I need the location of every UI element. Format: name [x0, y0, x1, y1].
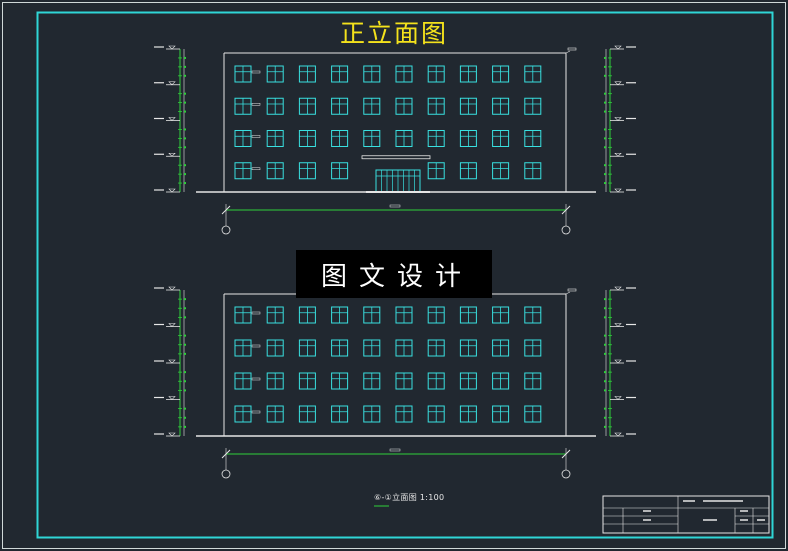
front-elevation-left-levels-level-mark-0 — [168, 45, 176, 50]
front-elevation-left-levels-level-mark-3 — [168, 152, 176, 157]
front-elevation-dim-value — [389, 204, 401, 208]
rear-elevation-floor-tag-0 — [251, 311, 261, 315]
front-elevation-roof-tag — [567, 47, 577, 51]
front-elevation-canopy — [361, 155, 431, 160]
rear-elevation-right-levels-level-mark-4 — [614, 432, 622, 437]
front-elevation-right-levels-level-mark-3 — [614, 152, 622, 157]
front-elevation-right-levels-level-mark-4 — [614, 188, 622, 193]
front-elevation-floor-tag-2 — [251, 135, 261, 138]
rear-elevation-left-levels-level-mark-0 — [168, 286, 176, 291]
rear-elevation-left-levels-level-mark-3 — [168, 396, 176, 400]
drawing-frame — [36, 11, 774, 539]
front-elevation-axis-circle-0 — [221, 225, 231, 235]
rear-elevation-axis-circle-1 — [561, 469, 571, 479]
rear-elevation-left-levels-level-mark-1 — [168, 323, 176, 327]
rear-elevation-dim-tick-right — [561, 449, 571, 459]
rear-elevation-right-levels-level-mark-2 — [614, 359, 622, 364]
drawing-title: 正立面图 — [339, 19, 448, 48]
front-elevation-right-levels-level-mark-1 — [614, 81, 622, 86]
rear-elevation-right-levels-level-mark-0 — [614, 286, 622, 291]
rear-elevation-left-levels-level-mark-4 — [168, 432, 176, 437]
rear-elevation-floor-tag-2 — [251, 377, 261, 381]
front-elevation-dim-tick-left — [221, 205, 231, 215]
rear-elevation-floor-tag-3 — [251, 410, 261, 414]
rear-elevation-axis-circle-0 — [221, 469, 231, 479]
front-elevation-roof-note — [565, 50, 571, 54]
watermark-label: 图文设计 — [296, 250, 492, 298]
rear-elevation-right-levels-level-mark-1 — [614, 323, 622, 327]
rear-elevation-right-levels-level-mark-3 — [614, 396, 622, 400]
front-elevation-left-levels-level-mark-4 — [168, 188, 176, 193]
rear-elevation-dim-tick-left — [221, 449, 231, 459]
front-elevation-axis-circle-1 — [561, 225, 571, 235]
title-block — [602, 495, 770, 534]
rear-elevation-roof-note — [565, 291, 571, 295]
rear-elevation-left-levels-level-mark-2 — [168, 359, 176, 364]
front-elevation-left-levels-level-mark-2 — [168, 117, 176, 121]
front-elevation-floor-tag-1 — [251, 103, 261, 106]
front-elevation-dim-tick-right — [561, 205, 571, 215]
front-elevation-floor-tag-3 — [251, 167, 261, 170]
front-elevation-right-levels-level-mark-0 — [614, 45, 622, 50]
rear-elevation-dim-value — [389, 448, 401, 452]
front-elevation-left-levels-level-mark-1 — [168, 81, 176, 86]
rear-elevation-floor-tag-1 — [251, 344, 261, 348]
front-elevation-floor-tag-0 — [251, 70, 261, 74]
elevation-caption: ⑥-①立面图 1:100 — [374, 493, 445, 502]
front-elevation-right-levels-level-mark-2 — [614, 117, 622, 121]
rear-elevation-roof-tag — [567, 288, 577, 292]
